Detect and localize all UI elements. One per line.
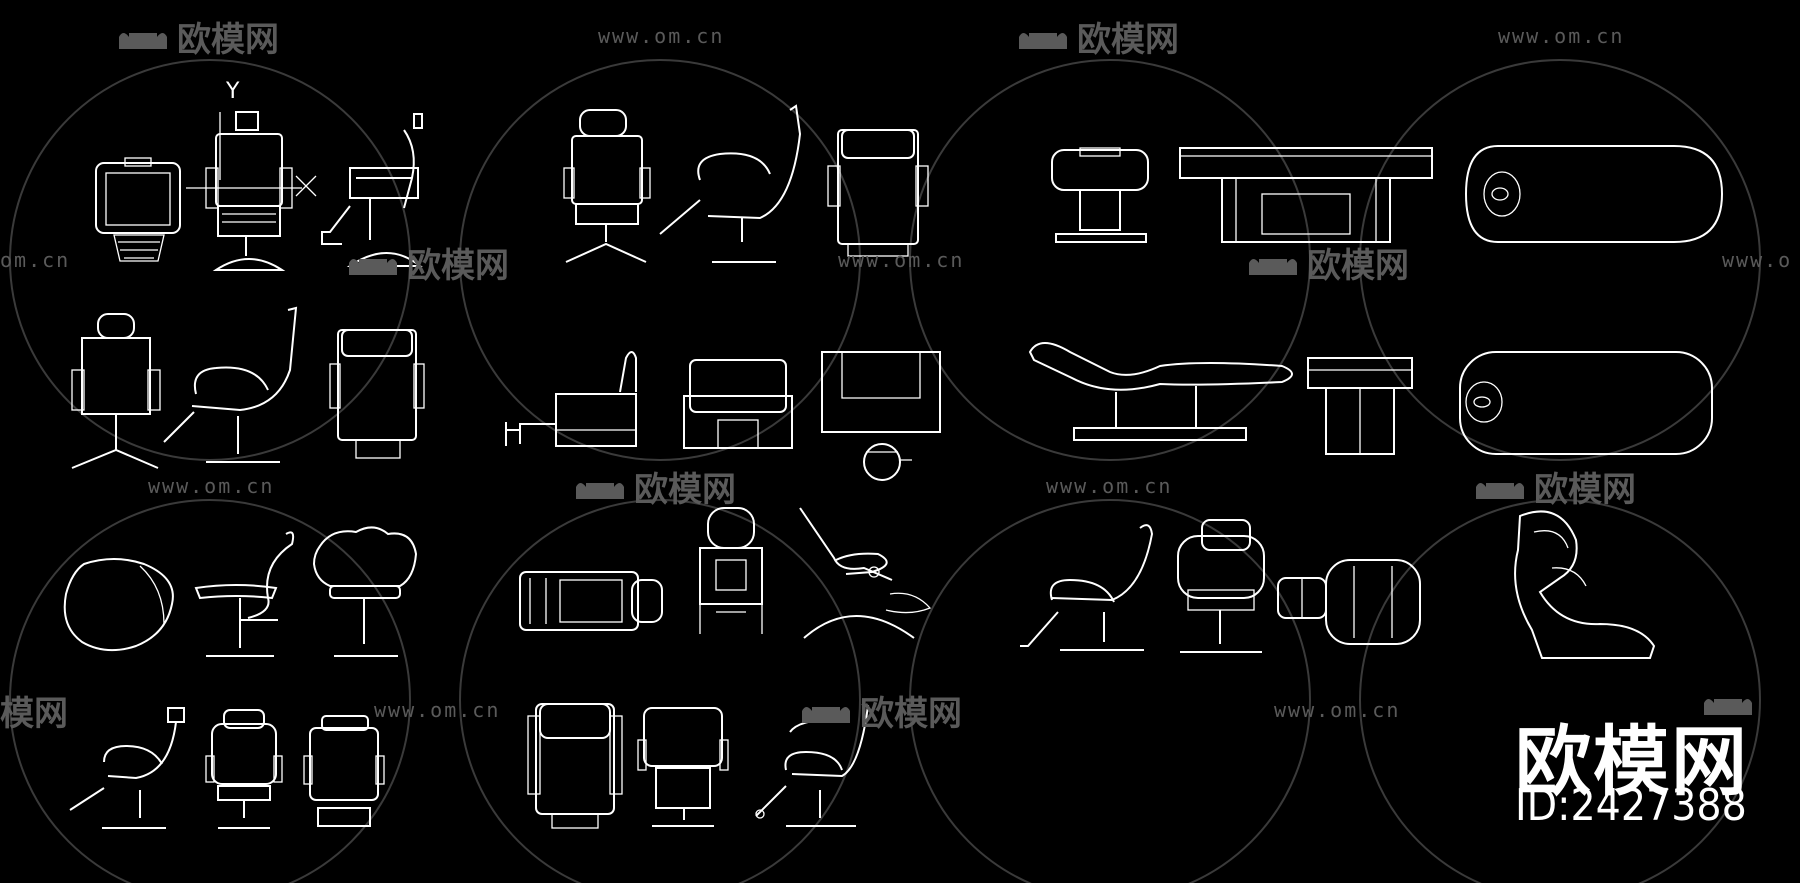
watermark-logo-text: 欧模网 — [1534, 470, 1636, 510]
watermark-logo-text: 欧模网 — [634, 470, 736, 510]
brand-name: 欧模网 — [1515, 717, 1749, 806]
watermark-url: www.om.cn — [148, 474, 275, 498]
beauty-bed-top-view-1 — [1464, 145, 1724, 243]
modern-chair-front-view — [312, 526, 418, 657]
spa-chair-front-view — [699, 507, 763, 634]
watermark-url: www.om.cn — [598, 24, 725, 48]
sofa-logo-icon — [1019, 33, 1067, 49]
watermark-url: www.om.cn — [1046, 474, 1173, 498]
barber-chair-back-view-3 — [303, 715, 385, 827]
watermark-logo: 欧模网 — [345, 238, 509, 287]
sofa-logo-icon — [576, 483, 624, 499]
sofa-logo-icon — [349, 259, 397, 275]
sofa-logo-icon — [119, 33, 167, 49]
watermark-logo-cut: 模网 — [0, 694, 68, 734]
watermark-logo: 欧模网 — [1015, 12, 1179, 61]
salon-chair-top-view-1 — [827, 129, 929, 257]
brand-id: ID:2427388 — [1515, 780, 1747, 831]
salon-chair-side-view-1 — [659, 104, 802, 263]
salon-chair-top-view-2 — [329, 329, 425, 459]
watermark-url-cut: www.o — [1722, 248, 1793, 272]
watermark-rings — [9, 59, 1761, 883]
watermark-logo-text: 欧模网 — [1077, 20, 1179, 60]
spa-chair-side-view — [799, 507, 932, 639]
modern-chair-top-view — [63, 558, 174, 652]
stool-side-view-2 — [1307, 357, 1413, 455]
watermark-logo-text: 欧模网 — [1307, 246, 1409, 286]
sofa-logo-icon — [1476, 483, 1524, 499]
barber-chair-side-view-1 — [321, 113, 423, 267]
salon-chair-side-view-2 — [163, 306, 298, 463]
svg-text:Y: Y — [225, 79, 240, 104]
salon-chair-back-view-2 — [71, 313, 161, 469]
beauty-bed-side-view-1 — [1179, 147, 1433, 243]
sofa-logo-icon — [1704, 699, 1752, 715]
pedicure-chair-front-view — [683, 359, 793, 449]
watermark-url: www.om.cn — [1498, 24, 1625, 48]
barber-chair-front-view-1: Y — [186, 79, 317, 271]
spa-chair-top-view — [519, 571, 663, 631]
watermark-url-cut: om.cn — [0, 248, 71, 272]
watermark-logo: 欧模网 — [798, 686, 962, 735]
barber-chair-front-view-3 — [205, 709, 283, 829]
salon-chair-top-view-3 — [527, 703, 623, 829]
massage-bed-side-view — [1028, 342, 1293, 441]
barber-chair-top-view-1 — [95, 157, 181, 262]
watermark-logo: 欧模网 — [572, 462, 736, 511]
pedicure-chair-top-view — [821, 351, 941, 481]
watermark-logo-text: 欧模网 — [407, 246, 509, 286]
barber-chair-side-view-2 — [1020, 524, 1154, 651]
salon-chair-back-view-1 — [563, 109, 651, 263]
massage-recliner-side-view — [1514, 510, 1656, 659]
sofa-logo-icon — [802, 707, 850, 723]
watermark-logo-text: 欧模网 — [177, 20, 279, 60]
watermark-logo: 欧模网 — [1245, 238, 1409, 287]
barber-chair-side-view-3 — [69, 707, 185, 829]
barber-chair-front-view-2 — [1177, 519, 1265, 653]
watermark-url: www.om.cn — [1274, 698, 1401, 722]
watermark-logo: 欧模网 — [1472, 462, 1636, 511]
watermark-url: www.om.cn — [838, 248, 965, 272]
barber-chair-top-view-2 — [1277, 559, 1421, 645]
salon-chair-front-view-3 — [637, 707, 729, 827]
massage-bed-top-view — [1459, 351, 1713, 455]
watermark-url: www.om.cn — [374, 698, 501, 722]
pedicure-chair-side-view — [505, 351, 637, 447]
sofa-logo-icon — [1249, 259, 1297, 275]
stool-side-view-1 — [1051, 147, 1149, 243]
watermark-logo — [1700, 686, 1762, 726]
modern-chair-side-view — [194, 531, 295, 657]
watermark-logo: 欧模网 — [115, 12, 279, 61]
watermark-logo-text: 欧模网 — [860, 694, 962, 734]
